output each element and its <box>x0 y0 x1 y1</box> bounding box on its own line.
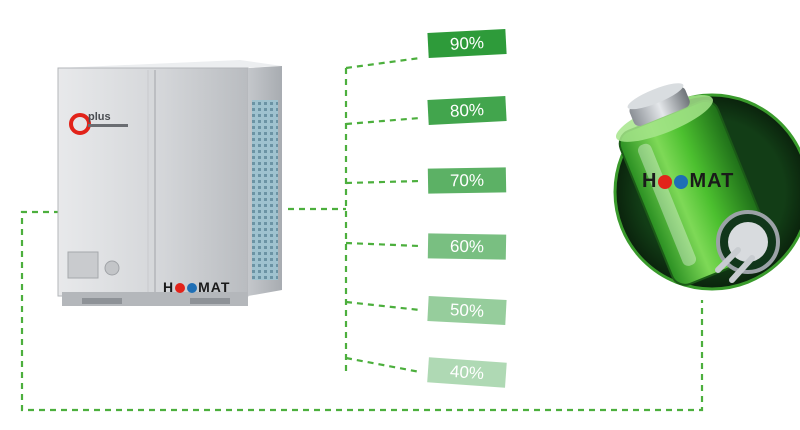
watermark-letter: H <box>642 170 658 192</box>
battery-icon <box>613 83 800 291</box>
watermark-letter: T <box>220 279 231 295</box>
watermark-letter: H <box>163 279 175 295</box>
level-label: 50% <box>449 300 485 321</box>
svg-text:plus: plus <box>88 111 111 123</box>
battery-plug <box>715 210 780 283</box>
branch-line-90 <box>345 56 421 70</box>
gplus-logo: plus <box>69 111 128 135</box>
battery-cap <box>629 86 690 127</box>
level-box <box>427 295 507 326</box>
branch-line-50 <box>345 300 421 312</box>
watermark-letter: M <box>198 279 211 295</box>
branch-line-70 <box>345 179 421 185</box>
unit-grille <box>252 100 278 280</box>
level-label: 90% <box>449 33 485 54</box>
loop-line <box>20 210 704 412</box>
battery-watermark: H MAT <box>642 170 734 193</box>
level-box <box>427 95 507 126</box>
level-box <box>427 233 507 260</box>
level-box <box>427 357 507 388</box>
level-label: 80% <box>449 100 485 121</box>
level-box <box>427 167 507 194</box>
outdoor-ac-unit: plus <box>57 60 282 306</box>
unit-watermark: H MAT <box>163 279 230 295</box>
branch-line-80 <box>345 116 421 126</box>
level-label: 40% <box>449 361 485 384</box>
level-label: 60% <box>449 236 485 257</box>
watermark-letter: A <box>707 170 722 192</box>
connection-lines <box>20 56 704 412</box>
unit-control-box <box>67 251 99 279</box>
watermark-dot-icon <box>187 283 198 294</box>
branch-line-40 <box>345 356 421 374</box>
watermark-dot-icon <box>674 174 689 189</box>
efficiency-levels <box>427 28 507 388</box>
watermark-letter: M <box>689 170 708 192</box>
level-label: 70% <box>449 170 485 191</box>
watermark-letter: T <box>721 170 735 192</box>
branch-line-60 <box>345 241 421 248</box>
level-box <box>427 28 507 59</box>
watermark-dot-icon <box>658 174 673 189</box>
watermark-letter: A <box>210 279 221 295</box>
watermark-dot-icon <box>175 283 186 294</box>
